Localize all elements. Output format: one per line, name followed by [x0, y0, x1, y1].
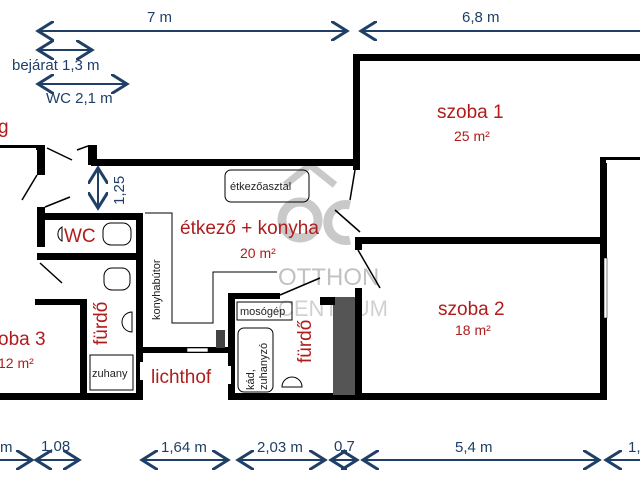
room-szoba1-name: szoba 1: [437, 102, 504, 123]
dimension-7m: 7 m: [147, 9, 172, 26]
room-partial-label: g: [0, 117, 9, 138]
dimension-bottom-2: 1,64 m: [161, 439, 207, 456]
dimension-bottom-1: 1,08: [41, 438, 70, 455]
shower-label: zuhany: [92, 368, 128, 380]
room-szoba3-name: oba 3: [0, 329, 46, 350]
door-swings: [21, 145, 381, 296]
room-lichthof: lichthof: [151, 367, 212, 388]
tub-label-2: zuhanyzó: [258, 343, 270, 390]
room-szoba2-name: szoba 2: [438, 299, 505, 320]
watermark-line1: OTTHON: [278, 264, 379, 291]
room-szoba3-area: 12 m²: [0, 355, 34, 371]
room-bath2: fürdő: [295, 320, 316, 363]
dimension-bottom-3: 2,03 m: [257, 439, 303, 456]
dimension-bottom-4: 0,7: [334, 438, 355, 455]
tub-label-1: kád,: [245, 369, 257, 390]
dimension-6-8m: 6,8 m: [462, 9, 500, 26]
dimension-wc: WC 2,1 m: [46, 90, 113, 107]
room-bath1: fürdő: [91, 302, 112, 345]
walls: [0, 54, 640, 400]
washing-machine-label: mosógép: [240, 306, 285, 318]
dimension-corridor: 1,25: [111, 176, 128, 205]
dining-table-label: étkezőasztal: [230, 181, 291, 193]
fixtures: [57, 169, 310, 393]
watermark-logo: OTTHON CENTRUM: [277, 160, 388, 321]
dimension-bottom-5: 5,4 m: [455, 439, 493, 456]
room-kitchen-area: 20 m²: [240, 245, 276, 261]
room-szoba2-area: 18 m²: [455, 322, 491, 338]
room-wc: WC: [64, 226, 96, 247]
dimension-bottom-6: 1,: [628, 439, 640, 456]
room-kitchen-name: étkező + konyha: [180, 218, 319, 239]
dimension-entrance: bejárat 1,3 m: [12, 57, 100, 74]
kitchen-furniture-label: konyhabútor: [151, 259, 163, 320]
dimension-bottom-0: m: [0, 439, 13, 456]
room-szoba1-area: 25 m²: [454, 128, 490, 144]
